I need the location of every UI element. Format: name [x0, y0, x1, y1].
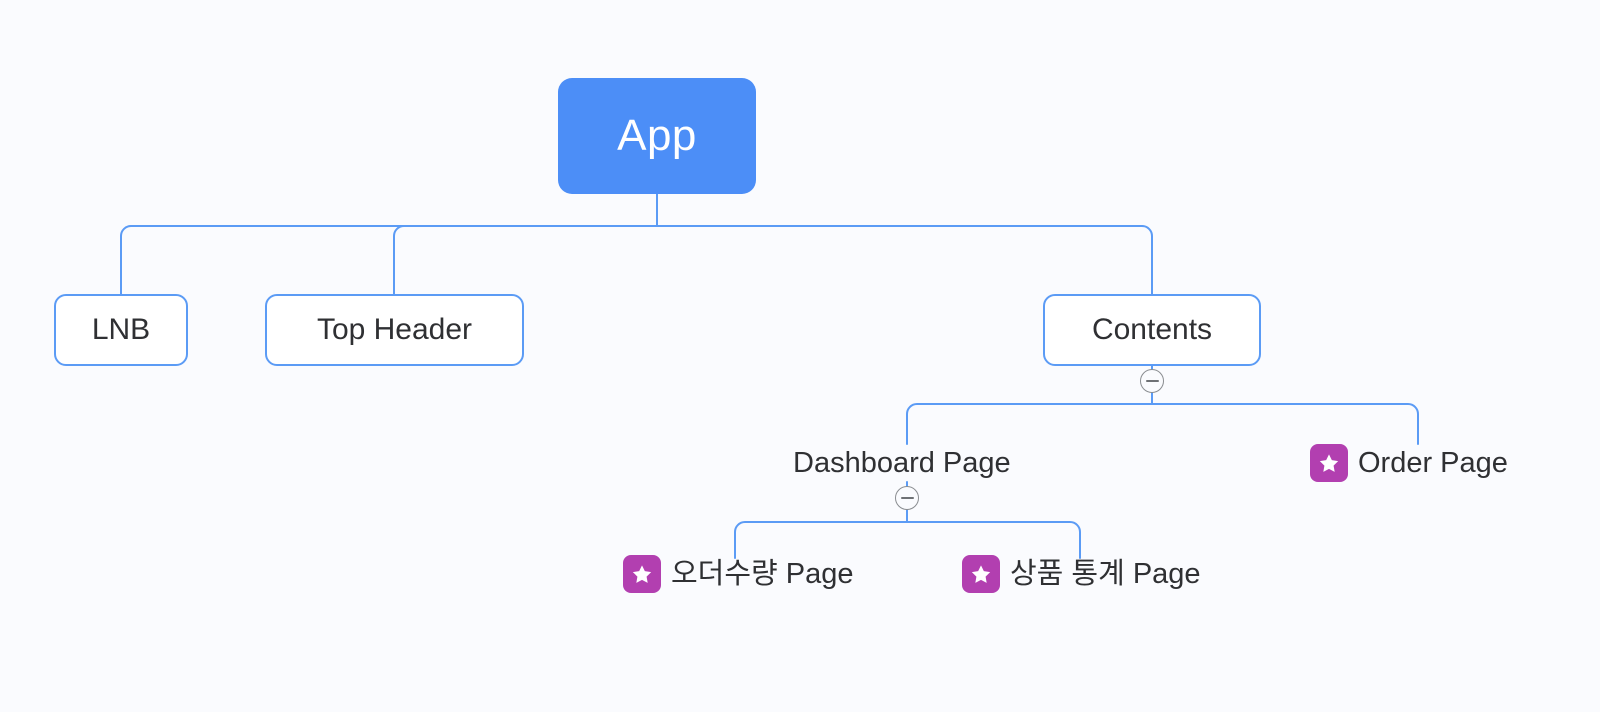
- star-badge-icon: [623, 555, 661, 593]
- node-order-quantity-page[interactable]: 오더수량 Page: [623, 555, 854, 593]
- edge-trunk2-dashboard: [906, 403, 1153, 445]
- node-product-stats-page[interactable]: 상품 통계 Page: [962, 555, 1201, 593]
- node-dashboard-page[interactable]: Dashboard Page: [793, 444, 1011, 482]
- node-product-stats-page-label: 상품 통계 Page: [1010, 557, 1201, 590]
- collapse-toggle-contents[interactable]: [1140, 369, 1164, 393]
- node-dashboard-page-label: Dashboard Page: [793, 446, 1011, 479]
- node-order-quantity-page-label: 오더수량 Page: [671, 557, 854, 590]
- node-top-header-label: Top Header: [316, 313, 473, 346]
- node-app[interactable]: App: [558, 78, 756, 194]
- node-top-header[interactable]: Top Header: [265, 294, 524, 366]
- edge-trunk3-product-stats: [906, 521, 1081, 559]
- edge-trunk-lnb: [120, 225, 658, 295]
- node-order-page[interactable]: Order Page: [1310, 444, 1508, 482]
- edge-trunk-contents: [656, 225, 1153, 295]
- node-order-page-label: Order Page: [1358, 446, 1508, 479]
- node-contents[interactable]: Contents: [1043, 294, 1261, 366]
- node-lnb[interactable]: LNB: [54, 294, 188, 366]
- node-lnb-label: LNB: [91, 313, 151, 346]
- node-contents-label: Contents: [1091, 313, 1213, 346]
- edge-trunk-topheader: [393, 225, 658, 295]
- star-badge-icon: [1310, 444, 1348, 482]
- edge-trunk3-order-qty: [734, 521, 908, 559]
- node-app-label: App: [617, 111, 697, 160]
- edge-trunk2-orderpage: [1151, 403, 1419, 445]
- minus-icon: [1145, 380, 1159, 382]
- star-badge-icon: [962, 555, 1000, 593]
- collapse-toggle-dashboard-page[interactable]: [895, 486, 919, 510]
- minus-icon: [900, 497, 914, 499]
